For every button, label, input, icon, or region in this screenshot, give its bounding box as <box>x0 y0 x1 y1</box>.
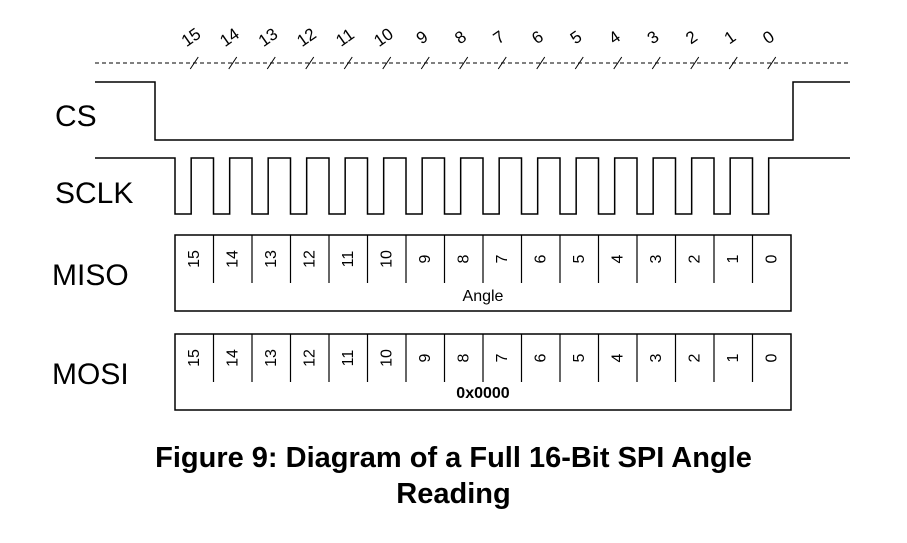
figure-caption-line-2: Reading <box>396 478 511 510</box>
bit-tick <box>382 56 392 70</box>
top-bit-number: 3 <box>644 27 663 48</box>
bit-cell-number: 14 <box>224 250 241 268</box>
bit-tick <box>728 56 738 70</box>
bit-cell-number: 2 <box>686 254 703 263</box>
bit-cell-number: 12 <box>301 349 318 367</box>
bit-cell-number: 6 <box>532 353 549 362</box>
bit-tick <box>305 56 315 70</box>
top-bit-number: 1 <box>721 27 740 48</box>
bit-cell-number: 1 <box>725 353 742 362</box>
mosi-label: MOSI <box>52 358 129 391</box>
top-bit-number: 8 <box>451 27 470 48</box>
mosi-field-text: 0x0000 <box>456 385 509 402</box>
bit-tick <box>497 56 507 70</box>
bit-tick <box>420 56 430 70</box>
top-bit-number: 10 <box>370 24 396 50</box>
sclk-waveform <box>95 157 850 215</box>
bit-cell-number: 8 <box>455 254 472 263</box>
miso-label: MISO <box>52 259 129 292</box>
bit-cell-number: 10 <box>378 349 395 367</box>
bit-cell-number: 13 <box>263 250 280 268</box>
miso-field-text: Angle <box>463 288 504 305</box>
bit-cell-number: 15 <box>186 349 203 367</box>
bit-tick <box>343 56 353 70</box>
top-bit-number: 11 <box>332 25 357 51</box>
top-bit-number: 13 <box>255 24 281 50</box>
figure-caption: Figure 9: Diagram of a Full 16-Bit SPI A… <box>0 440 907 512</box>
top-bit-number: 7 <box>490 27 509 48</box>
bit-cell-number: 0 <box>763 353 780 362</box>
bit-cell-number: 1 <box>725 254 742 263</box>
bit-cell-number: 9 <box>417 254 434 263</box>
bit-cell-number: 14 <box>224 349 241 367</box>
bit-tick <box>228 56 238 70</box>
bit-cell-number: 11 <box>340 350 357 367</box>
bit-cell-number: 15 <box>186 250 203 268</box>
bit-cell-number: 8 <box>455 353 472 362</box>
top-bit-number: 12 <box>293 24 319 50</box>
top-bit-number: 6 <box>528 27 547 48</box>
bit-cell-number: 13 <box>263 349 280 367</box>
bit-tick <box>189 56 199 70</box>
bit-cell-number: 7 <box>494 254 511 263</box>
top-bit-number: 0 <box>759 27 778 48</box>
cs-waveform <box>95 81 850 141</box>
bit-cell-number: 12 <box>301 250 318 268</box>
top-bit-number: 15 <box>178 24 204 50</box>
bit-tick <box>459 56 469 70</box>
bit-cell-number: 2 <box>686 353 703 362</box>
bit-tick <box>613 56 623 70</box>
cs-label: CS <box>55 100 97 133</box>
sclk-label: SCLK <box>55 177 133 210</box>
top-bit-number: 2 <box>682 27 701 48</box>
top-bit-number: 14 <box>216 24 242 50</box>
bit-cell-number: 11 <box>340 251 357 268</box>
bit-cell-number: 3 <box>648 254 665 263</box>
bit-tick <box>266 56 276 70</box>
bit-cell-number: 0 <box>763 254 780 263</box>
bit-tick <box>536 56 546 70</box>
bit-tick <box>767 56 777 70</box>
bit-tick <box>651 56 661 70</box>
bit-cell-number: 6 <box>532 254 549 263</box>
bit-cell-number: 9 <box>417 353 434 362</box>
bit-cell-number: 4 <box>609 254 626 263</box>
bit-cell-number: 10 <box>378 250 395 268</box>
bit-cell-number: 7 <box>494 353 511 362</box>
bit-tick-marks <box>189 56 777 70</box>
bit-cell-number: 4 <box>609 353 626 362</box>
top-bit-number: 4 <box>605 27 624 48</box>
bit-tick <box>574 56 584 70</box>
top-bit-number: 9 <box>413 27 432 48</box>
figure-caption-line-1: Figure 9: Diagram of a Full 16-Bit SPI A… <box>155 442 752 474</box>
bit-tick <box>690 56 700 70</box>
bit-cell-number: 3 <box>648 353 665 362</box>
bit-cell-number: 5 <box>571 254 588 263</box>
top-bit-number: 5 <box>567 27 586 48</box>
bit-cell-number: 5 <box>571 353 588 362</box>
